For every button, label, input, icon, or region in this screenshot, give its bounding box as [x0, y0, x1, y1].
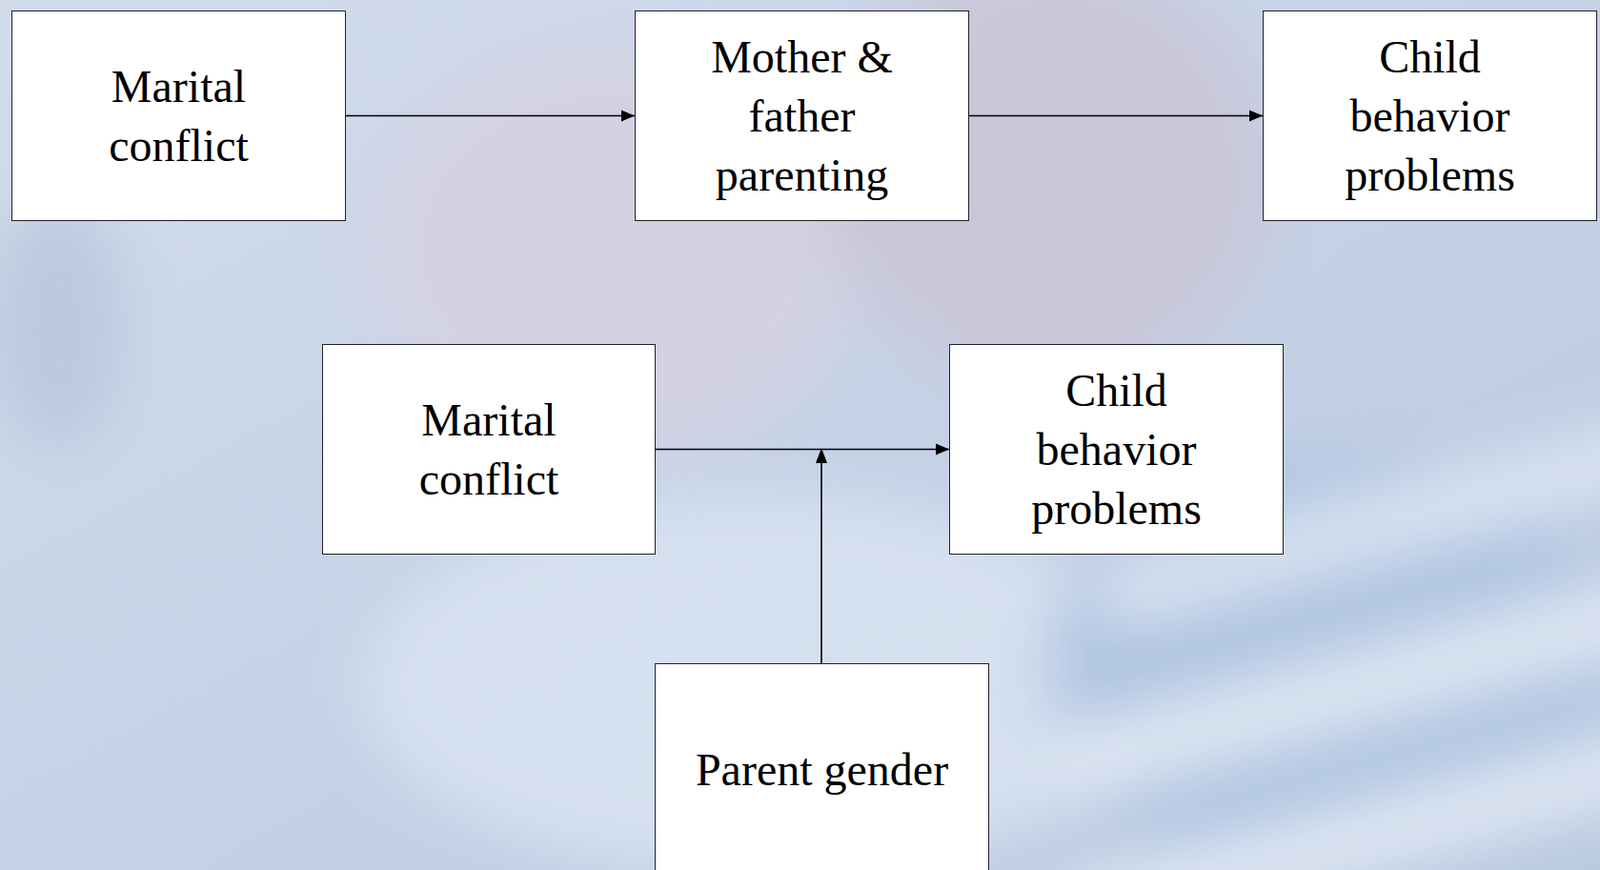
- connector-arrow: [969, 115, 1263, 118]
- concept-box: Marital conflict: [11, 10, 346, 222]
- arrowhead: [935, 444, 950, 456]
- concept-box: Parent gender: [654, 663, 990, 870]
- box-label: Mother & father parenting: [683, 27, 922, 205]
- arrowhead: [621, 110, 635, 122]
- moderator-line: [820, 459, 823, 664]
- arrowhead: [1249, 110, 1263, 122]
- box-label: Marital conflict: [60, 57, 299, 176]
- box-label: Child behavior problems: [997, 361, 1236, 539]
- concept-box: Mother & father parenting: [634, 10, 970, 222]
- box-label: Child behavior problems: [1311, 27, 1550, 205]
- concept-box: Child behavior problems: [949, 344, 1284, 555]
- concept-box: Child behavior problems: [1262, 10, 1598, 222]
- connector-arrow: [655, 448, 950, 451]
- box-label: Marital conflict: [369, 390, 608, 509]
- connector-arrow: [345, 115, 635, 118]
- moderator-arrowhead: [815, 447, 828, 464]
- concept-box: Marital conflict: [322, 344, 656, 555]
- box-label: Parent gender: [695, 740, 949, 800]
